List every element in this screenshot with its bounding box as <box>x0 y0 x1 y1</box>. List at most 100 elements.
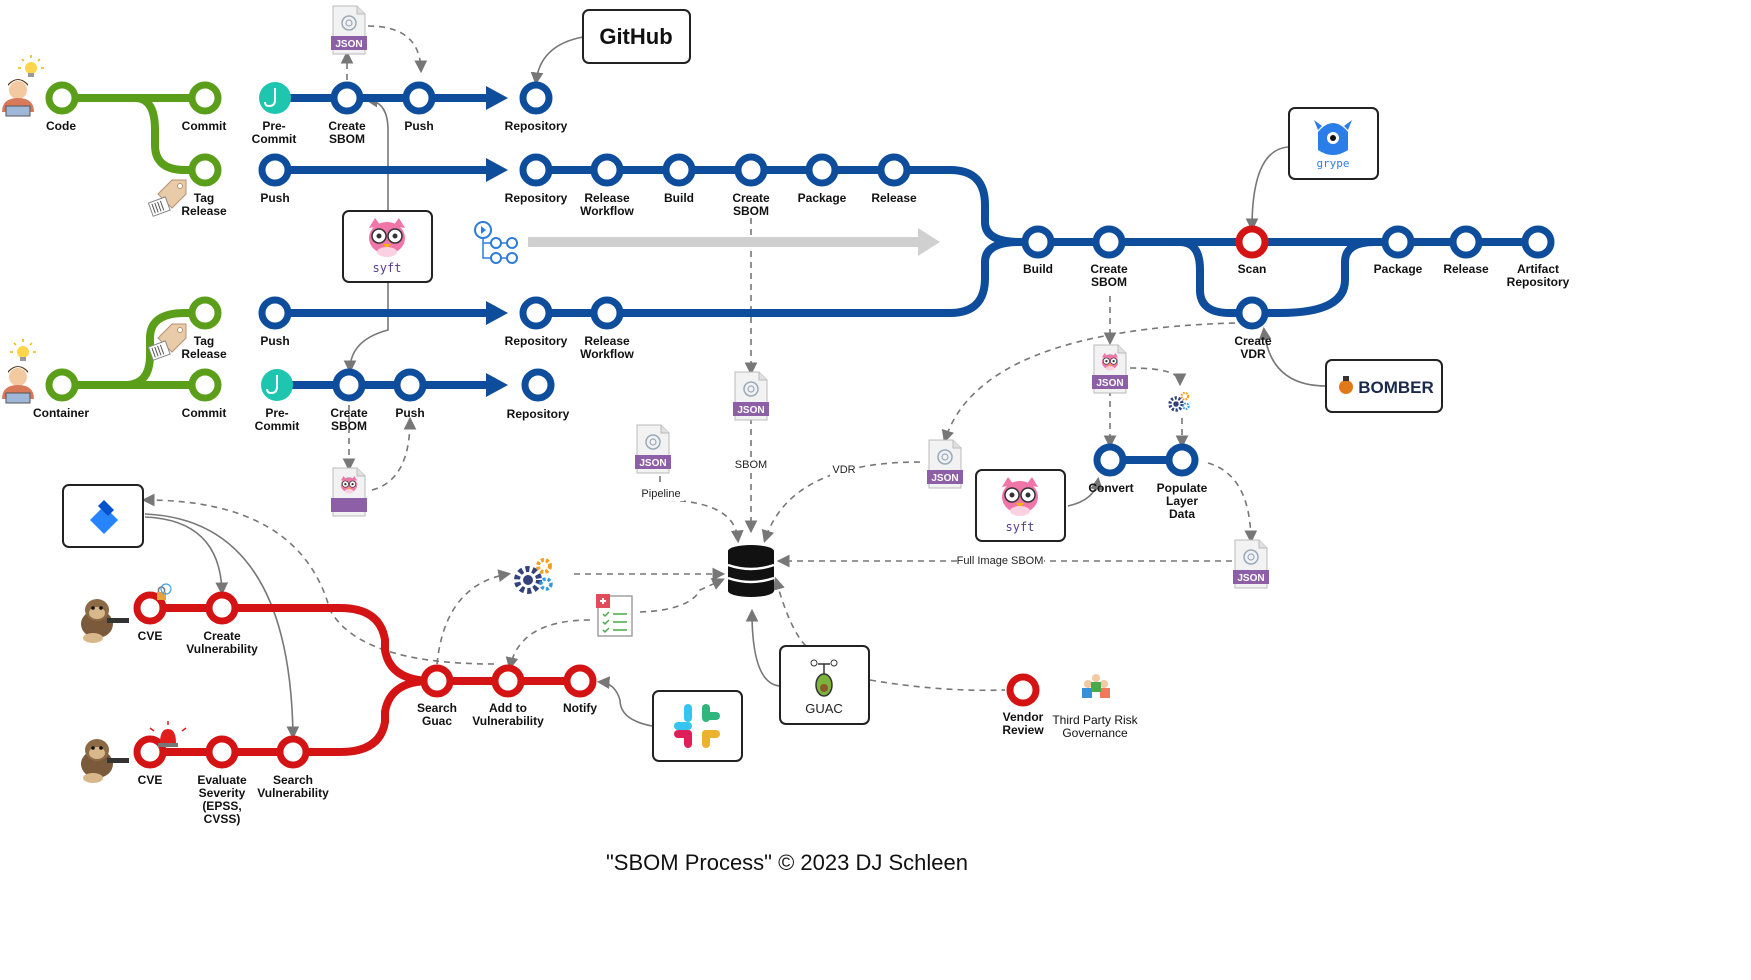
syft-box-top[interactable]: syft <box>342 210 433 283</box>
github-box[interactable]: GitHub <box>582 9 691 64</box>
node-tag-release[interactable] <box>188 153 222 187</box>
svg-text:BOMBER: BOMBER <box>1358 378 1434 397</box>
label-repository: Repository <box>505 119 568 133</box>
node-main-build[interactable] <box>1021 225 1055 259</box>
node-main-release[interactable] <box>1449 225 1483 259</box>
node-add-to-vulnerability[interactable] <box>491 664 525 698</box>
svg-text:JSON: JSON <box>931 473 958 484</box>
svg-text:syft: syft <box>373 261 402 275</box>
label-push: Push <box>404 119 433 133</box>
node-create-sbom[interactable] <box>330 81 364 115</box>
node-repository[interactable] <box>519 81 553 115</box>
grype-box[interactable]: grype <box>1288 107 1379 180</box>
node-notify[interactable] <box>563 664 597 698</box>
label-push-2: Push <box>260 191 289 205</box>
node-search-vulnerability[interactable] <box>276 735 310 769</box>
node-scan[interactable] <box>1235 225 1269 259</box>
node-release[interactable] <box>877 153 911 187</box>
flow-label-vdr: VDR <box>832 464 855 476</box>
gears-icon <box>517 560 551 591</box>
node-push-2[interactable] <box>258 153 292 187</box>
node-release-workflow[interactable] <box>590 153 624 187</box>
label-convert: Convert <box>1088 481 1133 495</box>
slack-logo <box>674 704 720 748</box>
label-scan: Scan <box>1238 262 1267 276</box>
pipeline-progress-arrow <box>528 228 940 256</box>
node-code[interactable] <box>45 81 79 115</box>
label-container-repository: Repository <box>507 407 570 421</box>
label-main-release: Release <box>1443 262 1489 276</box>
node-create-vulnerability[interactable] <box>205 591 239 625</box>
node-artifact-repository[interactable] <box>1521 225 1555 259</box>
jira-box[interactable] <box>62 484 144 548</box>
guac-box[interactable]: GUAC <box>779 645 870 725</box>
label-container: Container <box>33 406 89 420</box>
bomber-logo <box>1339 376 1353 394</box>
json-file-icon: JSON <box>634 424 672 474</box>
node-release-repository[interactable] <box>519 153 553 187</box>
monkey-icon <box>81 599 129 643</box>
label-main-build: Build <box>1023 262 1053 276</box>
syft-box-bottom[interactable]: syft <box>975 469 1066 542</box>
bomber-box[interactable]: BOMBER <box>1325 359 1443 413</box>
node-container-create-sbom[interactable] <box>332 368 366 402</box>
node-push[interactable] <box>402 81 436 115</box>
node-container-repository[interactable] <box>521 368 555 402</box>
figure-caption: "SBOM Process" © 2023 DJ Schleen <box>606 850 968 875</box>
node-package[interactable] <box>805 153 839 187</box>
node-container-push[interactable] <box>393 368 427 402</box>
label-cve-1: CVE <box>138 629 163 643</box>
node-container-repository-2[interactable] <box>519 296 553 330</box>
node-container[interactable] <box>45 368 79 402</box>
label-container-repository-2: Repository <box>505 334 568 348</box>
node-build[interactable] <box>662 153 696 187</box>
monkey-icons <box>81 583 187 783</box>
json-file-icon: JSON <box>330 5 368 55</box>
alarm-icon <box>149 721 187 747</box>
label-main-package: Package <box>1374 262 1423 276</box>
label-code: Code <box>46 119 76 133</box>
gears-icon <box>1168 391 1191 412</box>
node-populate-layer-data[interactable] <box>1165 443 1199 477</box>
node-main-package[interactable] <box>1381 225 1415 259</box>
node-commit[interactable] <box>188 81 222 115</box>
lock-icon <box>157 583 172 600</box>
node-create-vdr[interactable] <box>1235 296 1269 330</box>
node-convert[interactable] <box>1093 443 1127 477</box>
node-cve-1[interactable] <box>133 591 167 625</box>
json-file-icon: JSON <box>732 371 770 421</box>
flow-label-pipeline: Pipeline <box>641 488 680 500</box>
json-file-icon: JSON <box>926 439 964 489</box>
label-release-repository: Repository <box>505 191 568 205</box>
jira-logo <box>90 500 118 534</box>
svg-text:JSON: JSON <box>737 405 764 416</box>
label-container-push: Push <box>395 406 424 420</box>
json-file-icon: JSON <box>1232 539 1270 589</box>
node-search-guac[interactable] <box>420 664 454 698</box>
label-release: Release <box>871 191 917 205</box>
node-main-create-sbom[interactable] <box>1092 225 1126 259</box>
developer-icon <box>1 365 35 404</box>
node-container-push-2[interactable] <box>258 296 292 330</box>
node-evaluate-severity[interactable] <box>205 735 239 769</box>
node-container-release-workflow[interactable] <box>590 296 624 330</box>
node-cve-2[interactable] <box>133 735 167 769</box>
node-container-commit[interactable] <box>188 368 222 402</box>
nodes <box>45 81 1555 769</box>
label-build: Build <box>664 191 694 205</box>
database-icon <box>727 545 775 597</box>
node-container-tag-release[interactable] <box>188 296 222 330</box>
lightbulb-icon <box>17 54 45 78</box>
slack-box[interactable] <box>652 690 743 762</box>
label-commit: Commit <box>182 119 227 133</box>
label-container-commit: Commit <box>182 406 227 420</box>
node-release-create-sbom[interactable] <box>734 153 768 187</box>
node-vendor-review[interactable] <box>1006 673 1040 707</box>
lightbulb-icon <box>9 338 37 362</box>
